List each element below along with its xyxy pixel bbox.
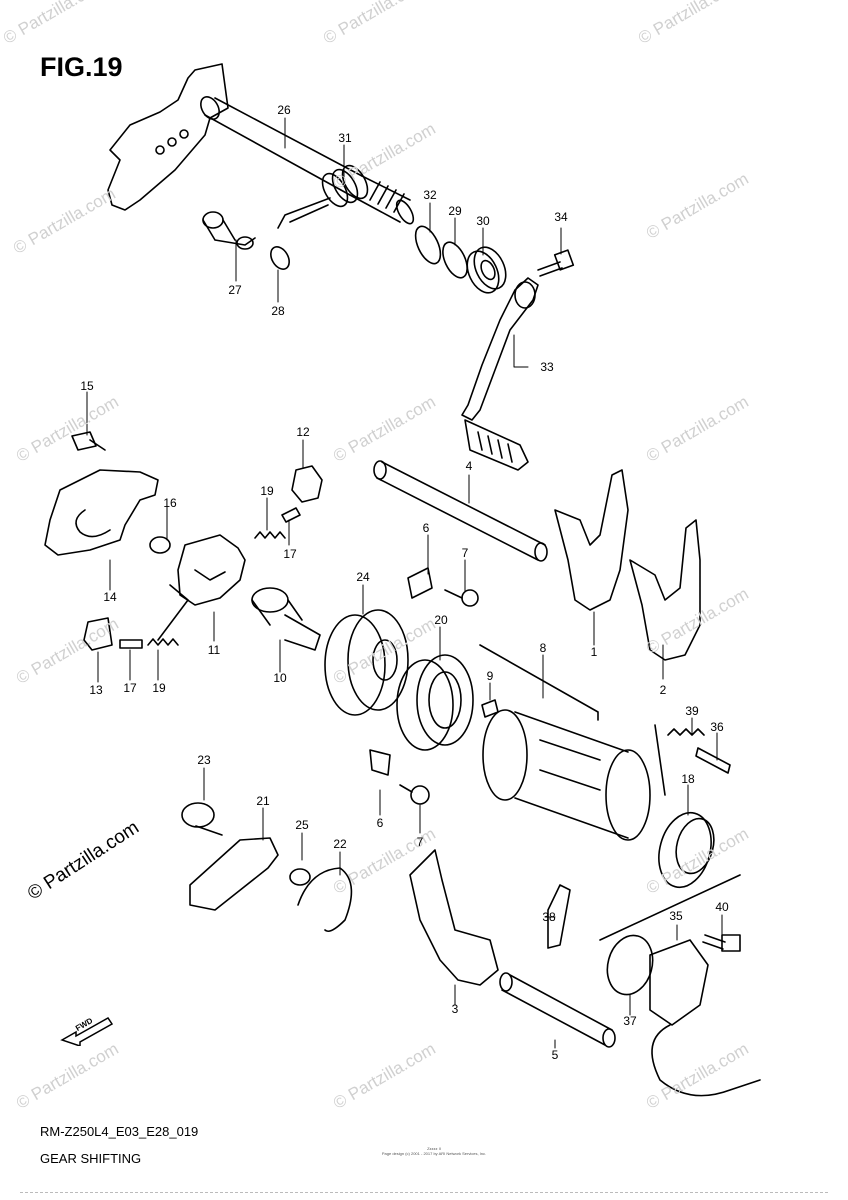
callout-c6a: 6 (422, 521, 430, 535)
callout-c2: 2 (659, 683, 667, 697)
callout-c23: 23 (197, 753, 211, 767)
gear-24 (324, 609, 409, 716)
callout-c4: 4 (465, 459, 473, 473)
bolt-34 (537, 249, 575, 277)
callout-c29: 29 (448, 204, 462, 218)
callout-c12: 12 (296, 425, 310, 439)
bolt-7-upper (444, 589, 479, 607)
washer-25 (289, 868, 311, 886)
shift-shaft-26 (107, 63, 415, 225)
callout-c3: 3 (451, 1002, 459, 1016)
shift-fork-3 (409, 849, 499, 986)
callout-c7a: 7 (461, 546, 469, 560)
callout-c32: 32 (423, 188, 437, 202)
callout-c25: 25 (295, 818, 309, 832)
fork-shaft-4 (373, 460, 548, 562)
copyright-line-2: Page design (c) 2001 - 2017 by ARI Netwo… (381, 1151, 487, 1156)
bolt-7-lower (399, 784, 430, 805)
callout-c19b: 19 (152, 681, 166, 695)
pin-17-upper (281, 507, 301, 523)
model-code: RM-Z250L4_E03_E28_019 (40, 1124, 199, 1139)
callout-c30: 30 (476, 214, 490, 228)
callout-c40: 40 (715, 900, 729, 914)
callout-c20: 20 (434, 613, 448, 627)
callout-c22: 22 (333, 837, 347, 851)
callout-c38: 38 (542, 910, 556, 924)
callout-c18: 18 (681, 772, 695, 786)
washer-29 (442, 241, 468, 279)
cam-stopper-11 (177, 534, 246, 606)
pin-36 (695, 747, 731, 774)
callout-c21: 21 (256, 794, 270, 808)
callout-c17b: 17 (123, 681, 137, 695)
gearshift-cam-8 (482, 709, 651, 841)
figure-title: FIG.19 (40, 52, 123, 82)
callout-c33: 33 (540, 360, 554, 374)
callout-c6b: 6 (376, 816, 384, 830)
arm-21 (189, 837, 279, 911)
bearing-18 (658, 811, 715, 889)
spring-22 (297, 867, 353, 933)
callout-c34: 34 (554, 210, 568, 224)
callout-c10: 10 (273, 671, 287, 685)
bolt-40 (702, 934, 741, 952)
stopper-plate-14 (44, 469, 159, 556)
copyright-notice: Zzzzz II Page design (c) 2001 - 2017 by … (369, 1146, 499, 1156)
pin-27 (202, 211, 256, 250)
callout-c15: 15 (80, 379, 94, 393)
callout-c8: 8 (539, 641, 547, 655)
copyright-line-1: Zzzzz II (427, 1146, 441, 1151)
pin-17-lower (119, 639, 143, 649)
callout-c14: 14 (103, 590, 117, 604)
callout-c24: 24 (356, 570, 370, 584)
section-name: GEAR SHIFTING (40, 1151, 142, 1166)
callout-c16: 16 (163, 496, 177, 510)
shift-lever-33 (461, 277, 539, 471)
fork-shaft-5 (499, 972, 616, 1048)
callout-c39: 39 (685, 704, 699, 718)
callout-c9: 9 (486, 669, 494, 683)
circlip-32 (414, 225, 442, 265)
callout-c27: 27 (228, 283, 242, 297)
callout-c35: 35 (669, 909, 683, 923)
spring-31 (277, 164, 369, 229)
callout-c13: 13 (89, 683, 103, 697)
callout-c36: 36 (710, 720, 724, 734)
bolt-23 (181, 802, 223, 836)
screw-15 (71, 431, 106, 451)
callout-c37: 37 (623, 1014, 637, 1028)
oil-seal-30 (466, 246, 507, 294)
bottom-divider (20, 1192, 828, 1193)
stopper-13 (83, 617, 113, 651)
stopper-12 (291, 465, 323, 503)
washer-6-upper (407, 567, 433, 599)
o-ring-37 (606, 934, 654, 996)
callout-c11: 11 (207, 643, 221, 657)
sensor-35 (649, 939, 761, 1097)
fwd-arrow-icon (60, 1017, 114, 1046)
spring-39 (667, 728, 705, 736)
callout-c31: 31 (338, 131, 352, 145)
callout-c26: 26 (277, 103, 291, 117)
callout-c28: 28 (271, 304, 285, 318)
guide-38 (547, 884, 571, 949)
spring-19-lower (147, 638, 179, 646)
callout-c17a: 17 (283, 547, 297, 561)
callout-c19a: 19 (260, 484, 274, 498)
callout-c5: 5 (551, 1048, 559, 1062)
callout-c1: 1 (590, 645, 598, 659)
spring-19-upper (254, 531, 286, 539)
bearing-20 (396, 654, 474, 751)
shift-fork-2 (629, 519, 701, 661)
washer-6-lower (369, 749, 391, 776)
callout-c7b: 7 (416, 835, 424, 849)
shift-fork-1 (554, 469, 629, 611)
collar-16 (149, 536, 171, 554)
bolt-10 (251, 587, 321, 651)
washer-28 (270, 246, 290, 270)
